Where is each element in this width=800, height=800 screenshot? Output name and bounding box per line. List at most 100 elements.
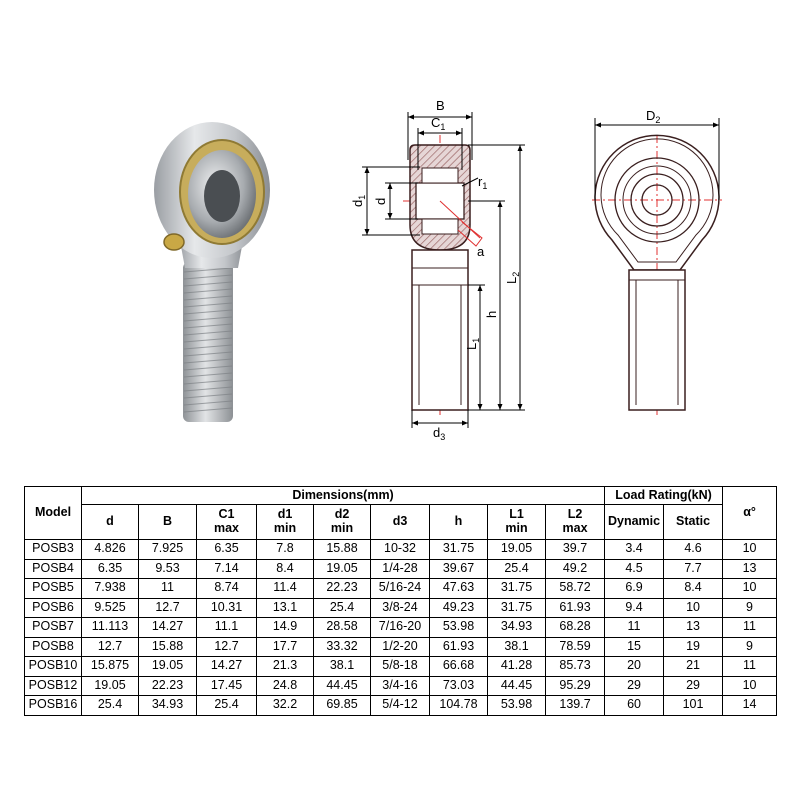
table-cell: 60 bbox=[604, 695, 665, 716]
table-cell: 34.93 bbox=[487, 617, 546, 638]
label-h: h bbox=[484, 311, 499, 318]
column-header-label: C1 bbox=[218, 507, 235, 522]
label-d: d bbox=[373, 198, 388, 205]
table-cell: 24.8 bbox=[256, 675, 314, 696]
column-header: d3 bbox=[370, 504, 430, 540]
table-cell: 25.4 bbox=[81, 695, 139, 716]
column-header-label: Dynamic bbox=[607, 514, 661, 529]
table-cell: 14.27 bbox=[138, 617, 197, 638]
label-r1: r1 bbox=[478, 174, 487, 191]
column-header-label: B bbox=[162, 514, 173, 529]
load-rating-header: Load Rating(kN) bbox=[604, 486, 724, 505]
table-cell: 11.1 bbox=[196, 617, 257, 638]
table-cell: 66.68 bbox=[429, 656, 488, 677]
column-header-sublabel: max bbox=[213, 521, 240, 535]
table-cell: 12.7 bbox=[138, 597, 197, 618]
column-header: h bbox=[429, 504, 488, 540]
table-cell: 15.875 bbox=[81, 656, 139, 677]
column-header-sublabel: min bbox=[273, 521, 297, 535]
table-cell: 10.31 bbox=[196, 597, 257, 618]
table-cell: 17.45 bbox=[196, 675, 257, 696]
table-cell: 58.72 bbox=[544, 578, 606, 599]
table-cell: 10 bbox=[722, 578, 778, 599]
label-B: B bbox=[436, 98, 445, 113]
model-cell: POSB7 bbox=[24, 617, 82, 638]
table-cell: 10 bbox=[663, 597, 724, 618]
table-cell: 9.4 bbox=[604, 597, 665, 618]
table-cell: 11.113 bbox=[81, 617, 139, 638]
table-cell: 31.75 bbox=[429, 539, 488, 560]
table-cell: 1/2-20 bbox=[370, 636, 430, 657]
table-cell: 38.1 bbox=[313, 656, 371, 677]
table-cell: 5/8-18 bbox=[370, 656, 430, 677]
table-cell: 25.4 bbox=[487, 558, 546, 579]
table-cell: 14 bbox=[722, 695, 778, 716]
table-cell: 85.73 bbox=[544, 656, 606, 677]
column-header-label: Static bbox=[676, 514, 711, 529]
table-cell: 1/4-28 bbox=[370, 558, 430, 579]
ball-band bbox=[421, 167, 459, 184]
ball-ring bbox=[630, 173, 684, 227]
table-cell: 3/4-16 bbox=[370, 675, 430, 696]
table-cell: 11.4 bbox=[256, 578, 314, 599]
table-cell: 3/8-24 bbox=[370, 597, 430, 618]
table-cell: 4.5 bbox=[604, 558, 665, 579]
table-cell: 53.98 bbox=[429, 617, 488, 638]
table-cell: 8.4 bbox=[663, 578, 724, 599]
table-cell: 7.8 bbox=[256, 539, 314, 560]
table-cell: 8.4 bbox=[256, 558, 314, 579]
spec-table: Model Dimensions(mm) Load Rating(kN) α° … bbox=[24, 486, 778, 716]
table-cell: 3.4 bbox=[604, 539, 665, 560]
dimensions-header: Dimensions(mm) bbox=[80, 486, 606, 505]
table-cell: 5/4-12 bbox=[370, 695, 430, 716]
label-L2: L2 bbox=[504, 272, 521, 284]
table-cell: 10 bbox=[722, 539, 778, 560]
table-cell: 13 bbox=[663, 617, 724, 638]
table-cell: 78.59 bbox=[544, 636, 606, 657]
table-cell: 19.05 bbox=[487, 539, 546, 560]
table-cell: 7/16-20 bbox=[370, 617, 430, 638]
model-cell: POSB8 bbox=[24, 636, 82, 657]
column-header: Static bbox=[663, 504, 724, 540]
table-cell: 19 bbox=[663, 636, 724, 657]
table-cell: 19.05 bbox=[313, 558, 371, 579]
table-cell: 29 bbox=[604, 675, 665, 696]
table-header-group-row: Model Dimensions(mm) Load Rating(kN) α° bbox=[24, 486, 778, 540]
table-cell: 10-32 bbox=[370, 539, 430, 560]
table-cell: 22.23 bbox=[313, 578, 371, 599]
table-cell: 21 bbox=[663, 656, 724, 677]
column-header-label: h bbox=[454, 514, 463, 529]
grease-fitting bbox=[163, 233, 185, 251]
model-cell: POSB5 bbox=[24, 578, 82, 599]
column-header-sublabel: min bbox=[505, 521, 528, 535]
ball-bore bbox=[204, 170, 240, 222]
alpha-header: α° bbox=[722, 486, 778, 540]
table-cell: 10 bbox=[722, 675, 778, 696]
table-cell: 9 bbox=[722, 597, 778, 618]
table-cell: 44.45 bbox=[313, 675, 371, 696]
model-cell: POSB6 bbox=[24, 597, 82, 618]
table-cell: 73.03 bbox=[429, 675, 488, 696]
table-cell: 34.93 bbox=[138, 695, 197, 716]
threaded-shank bbox=[183, 262, 233, 422]
table-cell: 28.58 bbox=[313, 617, 371, 638]
table-cell: 12.7 bbox=[81, 636, 139, 657]
label-d1: d1 bbox=[350, 195, 367, 207]
label-a: a bbox=[477, 244, 485, 259]
table-cell: 61.93 bbox=[429, 636, 488, 657]
table-cell: 6.35 bbox=[81, 558, 139, 579]
table-cell: 49.2 bbox=[544, 558, 606, 579]
table-cell: 38.1 bbox=[487, 636, 546, 657]
table-cell: 14.9 bbox=[256, 617, 314, 638]
